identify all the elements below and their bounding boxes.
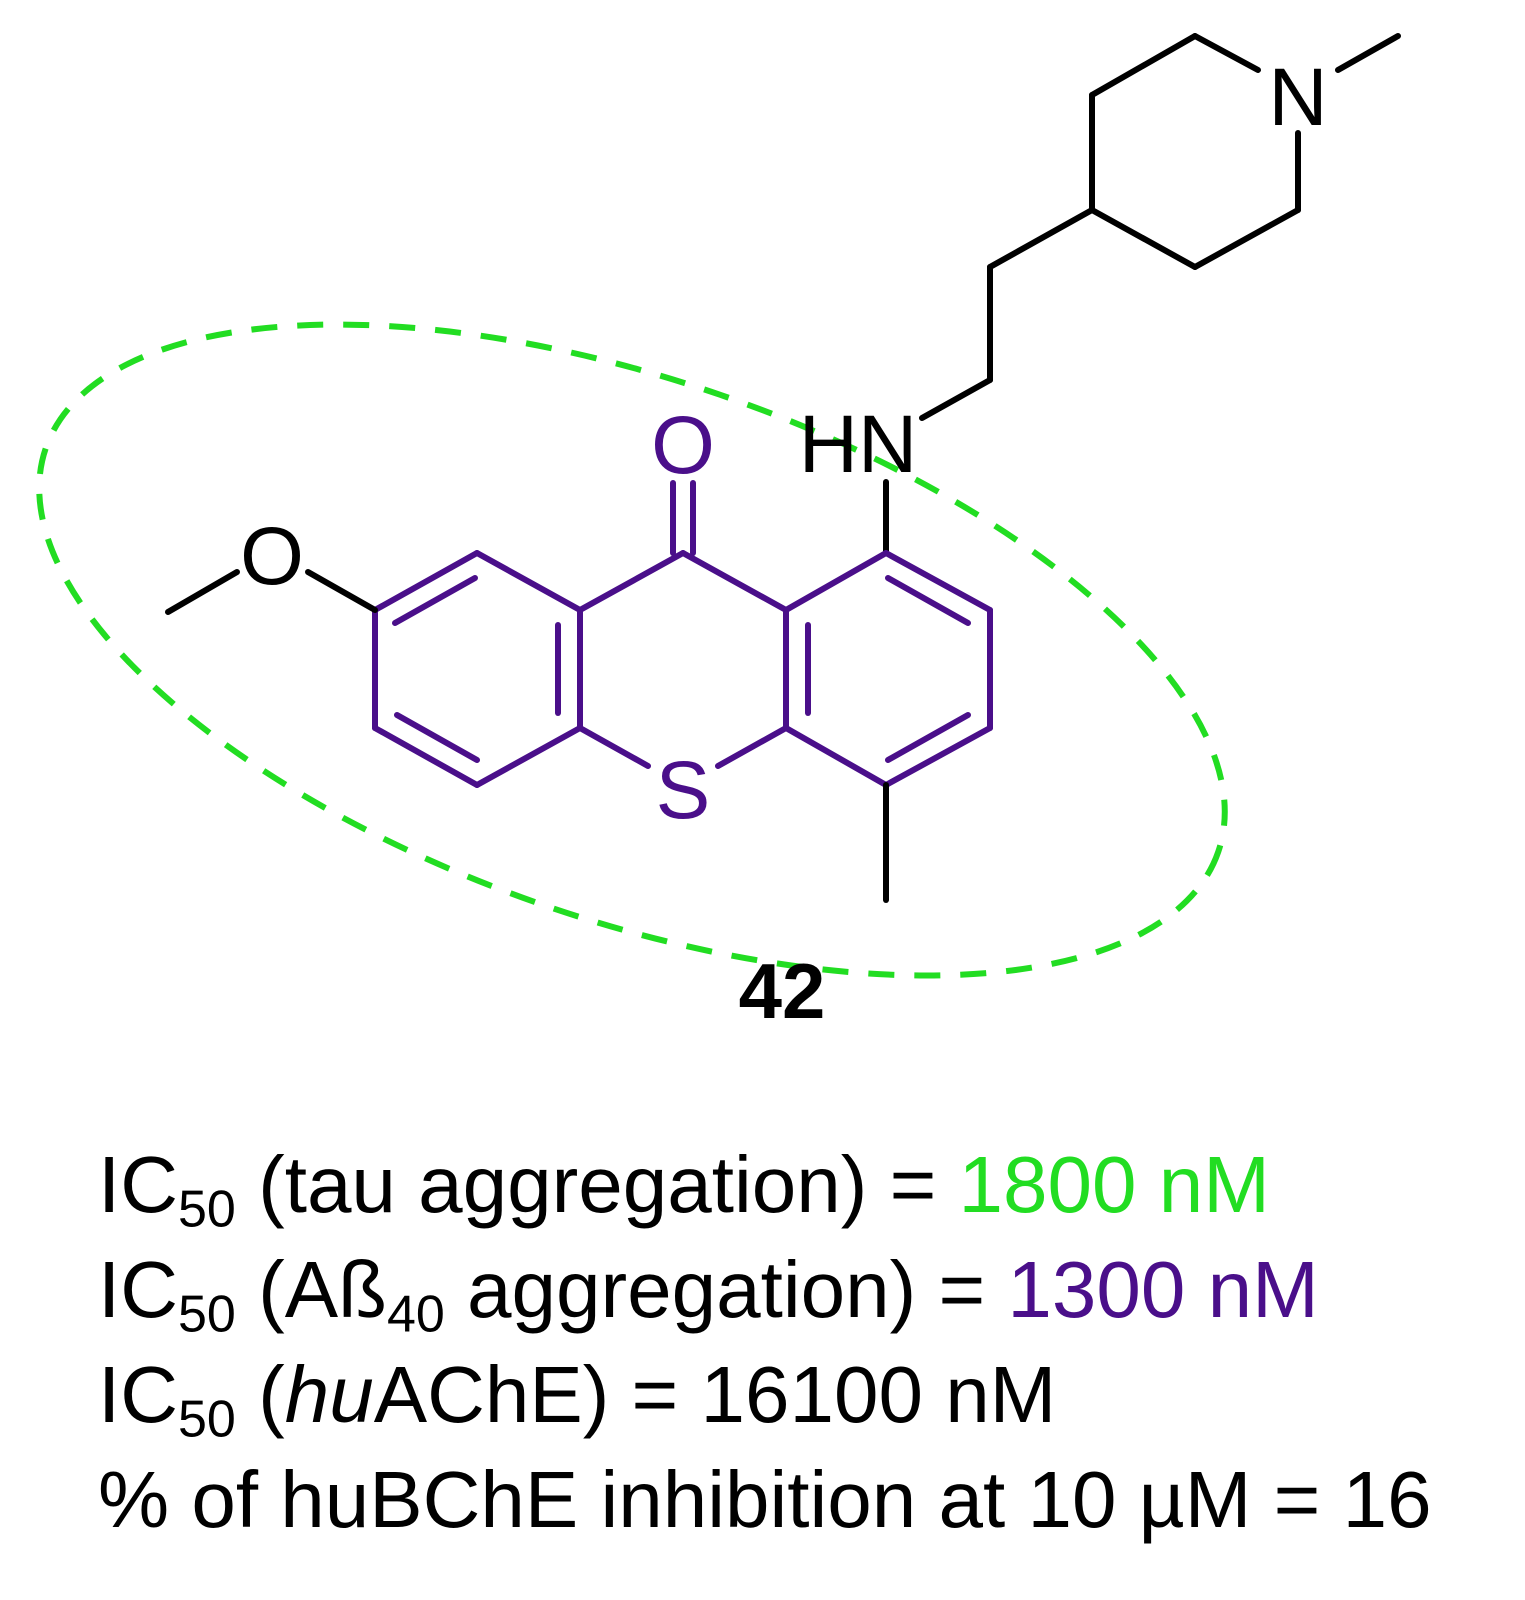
abeta-value: 1300 nM <box>1007 1245 1319 1334</box>
thioxanthone-core <box>372 480 993 788</box>
hubche-line: % of huBChE inhibition at 10 µM = 16 <box>98 1455 1432 1544</box>
carbonyl-oxygen-atom: O <box>651 400 715 491</box>
methoxy-group <box>165 569 378 615</box>
amine-nh-atom: HN <box>799 399 917 490</box>
ether-oxygen-atom: O <box>240 511 304 602</box>
ethyl-linker <box>883 207 1095 556</box>
tau-aggregation-line: IC50 (tau aggregation) = 1800 nM <box>98 1140 1270 1239</box>
compound-label: 42 <box>739 947 826 1035</box>
piperidine-ring <box>1089 33 1401 270</box>
sulfur-atom: S <box>656 745 711 836</box>
ring-nitrogen-atom: N <box>1268 52 1327 143</box>
abeta-aggregation-line: IC50 (Aß40 aggregation) = 1300 nM <box>98 1245 1319 1344</box>
tau-value: 1800 nM <box>958 1140 1270 1229</box>
huache-line: IC50 (huAChE) = 16100 nM <box>98 1350 1057 1449</box>
highlight-ellipse <box>36 321 1228 979</box>
